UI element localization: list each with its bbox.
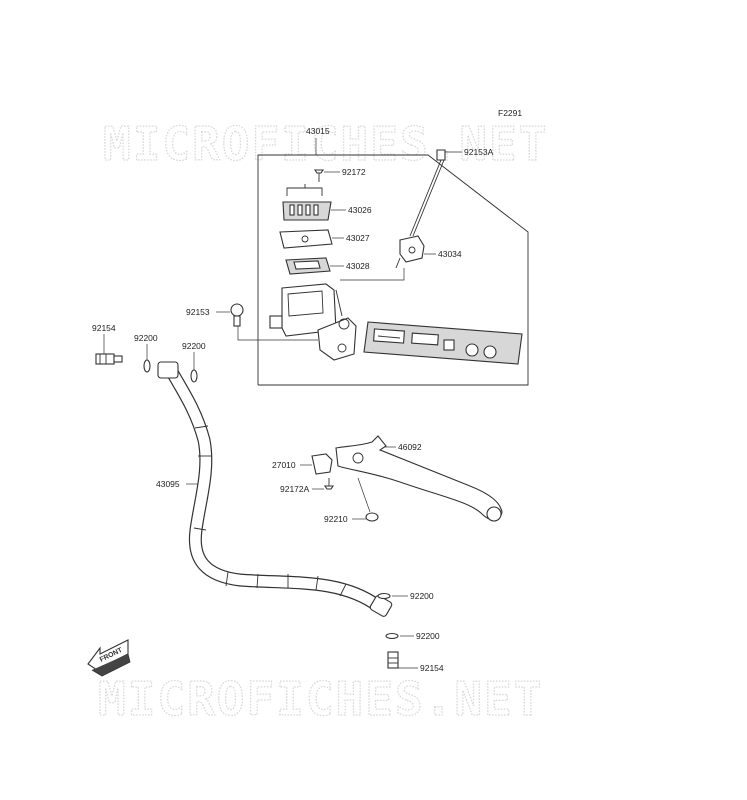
front-arrow-icon: FRONT [87, 639, 131, 677]
label-92153A: 92153A [464, 147, 494, 157]
watermark-bottom: MICROFICHES.NET [98, 672, 543, 726]
nut-92210 [352, 477, 379, 522]
pivot-27010 [300, 453, 333, 475]
label-43027: 43027 [346, 233, 370, 243]
label-92200-c: 92200 [410, 591, 434, 601]
label-92172A: 92172A [280, 484, 310, 494]
clutch-hose-43095 [157, 361, 393, 617]
label-43034: 43034 [438, 249, 462, 259]
watermark-top: MICROFICHES.NET [103, 117, 548, 171]
switch-43034 [340, 235, 436, 281]
master-cylinder-body [269, 283, 357, 361]
washer-92200-a [143, 344, 151, 373]
banjo-bolt-top [95, 334, 123, 365]
label-43095: 43095 [156, 479, 180, 489]
label-46092: 46092 [398, 442, 422, 452]
label-92210: 92210 [324, 514, 348, 524]
label-43015: 43015 [306, 126, 330, 136]
bolt-92153A [409, 149, 462, 237]
assembly-43015-frame [257, 138, 529, 386]
washer-92200-c [377, 592, 408, 600]
banjo-bolt-bottom [387, 651, 418, 669]
screw-92172 [313, 169, 340, 182]
label-92200-a: 92200 [134, 333, 158, 343]
label-92200-b: 92200 [182, 341, 206, 351]
piston-kit [363, 321, 523, 365]
label-92200-d: 92200 [416, 631, 440, 641]
label-27010: 27010 [272, 460, 296, 470]
label-92153: 92153 [186, 307, 210, 317]
bolt-92172A [312, 478, 335, 490]
label-92154-top: 92154 [92, 323, 116, 333]
reservoir-cap-43026 [282, 184, 346, 221]
washer-92200-d [385, 632, 414, 640]
label-43026: 43026 [348, 205, 372, 215]
clutch-lever-46092 [335, 435, 503, 522]
figure-code: F2291 [498, 108, 522, 118]
washer-92200-b [190, 352, 198, 383]
label-92154-bottom: 92154 [420, 663, 444, 673]
plate-43027 [279, 229, 344, 249]
bolt-92153 [216, 303, 318, 341]
label-43028: 43028 [346, 261, 370, 271]
diaphragm-43028 [285, 257, 344, 275]
label-92172: 92172 [342, 167, 366, 177]
